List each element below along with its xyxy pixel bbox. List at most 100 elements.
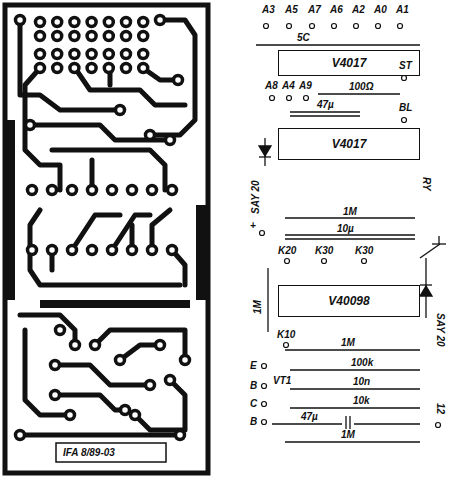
pcb-pad bbox=[148, 246, 157, 255]
component-value: 1M bbox=[340, 429, 356, 440]
pcb-pad bbox=[139, 18, 148, 27]
pcb-pad bbox=[48, 186, 57, 195]
pin-name: A8 bbox=[264, 80, 279, 91]
solder-points bbox=[260, 24, 441, 428]
trace bbox=[95, 330, 185, 360]
diode-type: SAY 20 bbox=[435, 312, 446, 348]
pin-point bbox=[332, 24, 337, 29]
pcb-pad bbox=[51, 361, 60, 370]
diode-bar bbox=[420, 284, 432, 285]
ic-package: V40098 bbox=[278, 285, 420, 317]
pcb-pad bbox=[121, 406, 130, 415]
pin-name: E bbox=[249, 360, 258, 371]
pcb-pad bbox=[88, 186, 97, 195]
component-value: 10k bbox=[352, 395, 371, 406]
pcb-pad bbox=[128, 186, 137, 195]
copper-band bbox=[5, 120, 15, 300]
pcb-pad bbox=[36, 18, 45, 27]
pcb-pad bbox=[28, 246, 37, 255]
pcb-traces bbox=[20, 20, 195, 435]
pin-name: RY bbox=[421, 176, 432, 192]
pcb-pad bbox=[108, 186, 117, 195]
pcb-pad bbox=[156, 341, 165, 350]
pcb-pad bbox=[181, 356, 190, 365]
pcb-pad bbox=[70, 64, 79, 73]
component-value: 100k bbox=[350, 357, 374, 368]
component-lines bbox=[256, 45, 446, 442]
pin-name: C bbox=[249, 398, 258, 409]
pcb-pad bbox=[71, 341, 80, 350]
pcb-pad bbox=[148, 186, 157, 195]
pin-point bbox=[436, 423, 441, 428]
pcb-pad bbox=[122, 18, 131, 27]
pcb-pad bbox=[168, 246, 177, 255]
pcb-pad bbox=[68, 186, 77, 195]
pcb-pad bbox=[68, 246, 77, 255]
trace bbox=[55, 365, 150, 385]
pcb-pad bbox=[53, 32, 62, 41]
pcb-pad bbox=[104, 32, 113, 41]
pcb-pad bbox=[128, 246, 137, 255]
capacitor-lead bbox=[272, 423, 342, 424]
pin-point bbox=[270, 96, 275, 101]
pcb-pad bbox=[87, 64, 96, 73]
pin-name: K10 bbox=[276, 329, 296, 340]
board-outline bbox=[5, 5, 208, 473]
ground-symbol bbox=[438, 236, 439, 244]
pin-point bbox=[284, 343, 289, 348]
pin-point bbox=[287, 96, 292, 101]
pcb-pad bbox=[139, 50, 148, 59]
pcb-pad bbox=[166, 376, 175, 385]
pin-point bbox=[322, 259, 327, 264]
pcb-pad bbox=[116, 356, 125, 365]
pin-point bbox=[398, 24, 403, 29]
resistor-symbol bbox=[290, 369, 420, 370]
diode-type: SAY 20 bbox=[250, 179, 261, 215]
pin-name: A3 bbox=[261, 4, 276, 15]
trace bbox=[20, 315, 75, 345]
resistor-symbol bbox=[285, 349, 420, 350]
pin-point bbox=[287, 24, 292, 29]
pin-point bbox=[260, 231, 265, 236]
pin-name: K30 bbox=[314, 245, 334, 256]
resistor-symbol bbox=[267, 268, 268, 332]
copper-band bbox=[40, 300, 190, 308]
pin-name: 12 bbox=[435, 402, 446, 415]
pcb-pad bbox=[53, 50, 62, 59]
pin-point bbox=[264, 24, 269, 29]
pcb-pad bbox=[122, 32, 131, 41]
component-value: 1M bbox=[340, 337, 356, 348]
trace bbox=[52, 150, 165, 190]
pin-name: A5 bbox=[284, 4, 299, 15]
trace bbox=[20, 433, 180, 438]
pin-name: A6 bbox=[329, 4, 344, 15]
pin-point bbox=[376, 24, 381, 29]
pin-name: A1 bbox=[395, 4, 410, 15]
component-value: 100Ω bbox=[348, 81, 375, 92]
diode-symbol bbox=[420, 286, 432, 296]
pcb-pad bbox=[131, 411, 140, 420]
pcb-pad bbox=[146, 381, 155, 390]
trace bbox=[30, 210, 180, 285]
trace bbox=[25, 68, 60, 190]
component-value: 10µ bbox=[336, 223, 355, 234]
pcb-pad bbox=[116, 106, 125, 115]
component-value: 47µ bbox=[316, 99, 335, 110]
pin-name: A9 bbox=[298, 80, 313, 91]
pcb-pad bbox=[91, 341, 100, 350]
pcb-pad bbox=[139, 32, 148, 41]
pcb-pad bbox=[174, 76, 183, 85]
bridge-label: 5C bbox=[296, 32, 311, 43]
pcb-pad bbox=[108, 246, 117, 255]
diode-bar bbox=[259, 156, 271, 157]
capacitor-plate bbox=[290, 111, 360, 112]
pcb-pad bbox=[56, 326, 65, 335]
wire bbox=[420, 244, 440, 258]
copper-band bbox=[196, 205, 208, 300]
pin-name: K20 bbox=[277, 245, 297, 256]
pcb-pad bbox=[70, 32, 79, 41]
pcb-pad bbox=[36, 50, 45, 59]
pcb-pad bbox=[87, 32, 96, 41]
component-value: 10n bbox=[352, 376, 371, 387]
